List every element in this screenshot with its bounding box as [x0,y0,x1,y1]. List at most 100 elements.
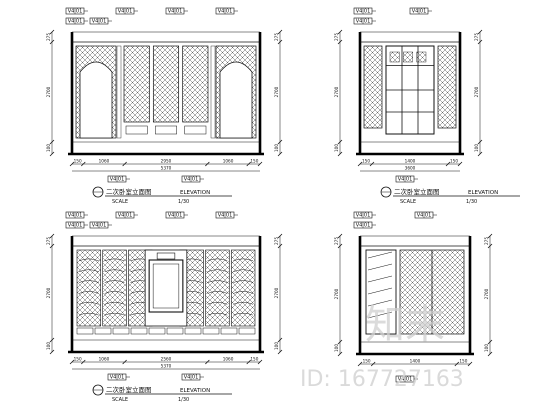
base-drawer [76,327,94,335]
dimension-value: 100 [274,342,279,350]
index-tag: V4 01 [218,213,233,219]
dimension-tick [277,243,283,249]
index-tag: V4 01 [356,223,371,229]
shelf-arc [78,302,99,305]
shelf-arc [78,291,99,294]
base-drawer [166,327,184,335]
dimension-tick [69,161,75,167]
dimension-tick [277,29,283,35]
shelf-arc [233,312,254,316]
shelf-arc [207,269,228,272]
shelf-arc [233,291,254,294]
dimension-value: 100 [474,144,479,152]
index-tag: V4 01 [412,9,427,15]
drawing-subtitle: ELEVATION [180,190,210,196]
dimension-value: 1400 [410,359,421,364]
dimension-tick [337,151,343,157]
shelf-arc [233,280,254,283]
dimension-tick [49,139,55,145]
dimension-tick [49,29,55,35]
dimension-tick [277,39,283,45]
index-tag: V4 01 [184,375,199,381]
dimension-value: 1060 [99,159,110,164]
dimension-tick [337,139,343,145]
glass-hatch [367,311,393,319]
dimension-tick [487,233,493,239]
dimension-tick [337,351,343,357]
base-drawer [130,327,148,335]
index-tag: V4 01 [168,9,183,15]
glass-hatch [367,251,393,259]
dimension-tick [337,39,343,45]
dimension-tick [454,361,460,367]
index-tag: V4 01 [356,9,371,15]
dimension-value: 2700 [274,287,279,298]
dimension-tick [487,339,493,345]
dimension-value: 275 [274,237,279,245]
base-drawer [184,327,202,335]
lattice-panel [363,45,383,129]
glass-hatch [367,263,393,271]
dimension-tick [122,359,127,365]
dimension-value: 150 [250,357,258,362]
wardrobe-door [205,249,230,327]
shelf-arc [104,312,125,316]
shelf-arc [78,312,99,316]
dimension-tick [457,161,463,167]
dimension-tick [277,139,283,145]
watermark-logo: 知末 [365,302,445,348]
index-tag: V4 01 [118,213,133,219]
index-tag: V4 01 [218,9,233,15]
arched-opening [219,61,253,139]
glass-door [365,249,397,335]
dimension-tick [445,161,451,167]
dimension-tick [467,361,473,367]
dimension-tick [49,39,55,45]
scale-label: SCALE [112,199,128,205]
dimension-value: 275 [46,237,51,245]
shelf-arc [104,280,125,283]
dimension-tick [370,361,376,367]
scale-value: 1/30 [178,199,189,205]
index-tag: V4 01 [68,19,83,25]
dimension-tick [257,161,263,167]
lattice-panel [437,45,457,129]
shelf-arc [104,269,125,272]
dimension-value: 2950 [161,159,172,164]
dimension-value: 100 [334,144,339,152]
base-drawer [94,327,112,335]
shelf-arc [78,269,99,272]
dimension-tick [487,243,493,249]
shelf-arc [207,302,228,305]
dimension-tick [337,243,343,249]
drawing-subtitle: ELEVATION [180,388,210,394]
dimension-tick [205,161,210,167]
wall-outline [356,32,464,156]
mirror-crest [156,252,176,260]
pilaster [210,45,216,139]
dimension-value: 150 [363,359,371,364]
shelf-arc [207,312,228,316]
dimension-value: 150 [362,159,370,164]
dimension-tick [357,361,363,367]
shelf-arc [104,302,125,305]
dimension-value: 150 [74,159,82,164]
dimension-value: 2700 [46,86,51,97]
dimension-tick [80,359,86,365]
base-drawer [238,327,256,335]
dimension-value: 1060 [223,357,234,362]
scale-label: SCALE [400,199,416,205]
mirror-glass [152,263,180,309]
dimension-value: 150 [459,359,467,364]
dimension-value: 2700 [484,288,489,299]
dimension-tick [337,233,343,239]
scale-value: 1/30 [178,397,189,403]
base-drawer [148,327,166,335]
dimension-tick [49,233,55,239]
dimension-value: 1060 [223,159,234,164]
shelf-arc [104,258,125,262]
dimension-value: 150 [450,159,458,164]
index-tag: V4 01 [110,177,125,183]
dimension-tick [49,337,55,343]
shelf-arc [104,291,125,294]
